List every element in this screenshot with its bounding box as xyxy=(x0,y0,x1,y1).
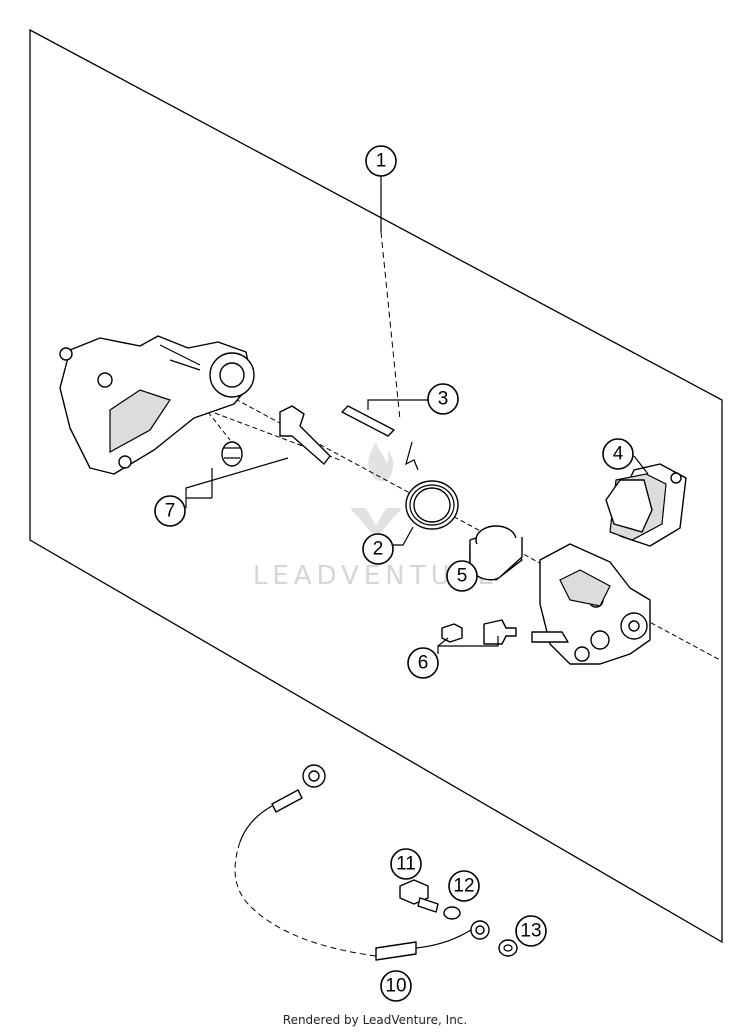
bracket-axis-line-2 xyxy=(207,411,231,441)
callout-7: 7 xyxy=(154,495,186,527)
svg-text:7: 7 xyxy=(165,501,176,522)
callout-6: 6 xyxy=(407,647,439,679)
svg-text:5: 5 xyxy=(457,566,468,587)
svg-text:4: 4 xyxy=(613,444,624,465)
callout-12: 12 xyxy=(448,870,480,902)
washer-13-hole xyxy=(503,944,513,952)
svg-text:11: 11 xyxy=(396,854,416,875)
svg-text:3: 3 xyxy=(438,389,449,410)
callout-4: 4 xyxy=(602,438,634,470)
brake-pads xyxy=(605,463,687,547)
svg-text:1: 1 xyxy=(376,151,387,172)
callout-13: 13 xyxy=(515,915,547,947)
footer-credit: Rendered by LeadVenture, Inc. xyxy=(282,1013,468,1027)
svg-text:6: 6 xyxy=(418,653,429,674)
piston xyxy=(469,525,523,581)
callout-1: 1 xyxy=(365,145,397,177)
callout-2: 2 xyxy=(362,533,394,565)
washer-12 xyxy=(443,906,461,920)
svg-text:13: 13 xyxy=(520,921,541,942)
caliper-bracket xyxy=(59,335,255,475)
svg-text:12: 12 xyxy=(453,876,474,897)
brake-line xyxy=(234,764,490,961)
bleed-screws xyxy=(441,619,517,645)
washer-13 xyxy=(498,939,518,957)
banjo-bolt xyxy=(399,879,439,913)
svg-text:2: 2 xyxy=(373,539,384,560)
piston-seal xyxy=(405,480,459,530)
callout-10: 10 xyxy=(380,970,412,1002)
caliper-body xyxy=(531,543,651,665)
assembly-frame xyxy=(29,28,723,944)
callout-5: 5 xyxy=(446,560,478,592)
axis-line xyxy=(380,231,401,421)
callout-11: 11 xyxy=(390,848,422,880)
svg-text:10: 10 xyxy=(385,976,406,997)
callout-3: 3 xyxy=(427,383,459,415)
pad-pin-and-clip xyxy=(341,405,419,471)
slide-pin xyxy=(221,405,331,467)
